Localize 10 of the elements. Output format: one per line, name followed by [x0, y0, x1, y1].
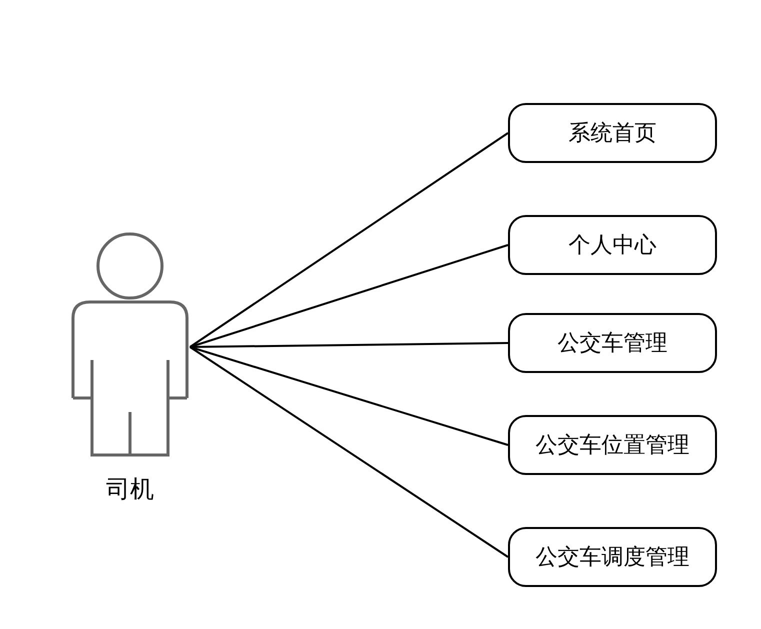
use-case-box: 公交车位置管理	[508, 415, 717, 475]
use-case-box: 公交车管理	[508, 313, 717, 373]
use-case-box: 个人中心	[508, 215, 717, 275]
association-line	[189, 346, 509, 558]
use-case-box: 系统首页	[508, 103, 717, 163]
use-case-box: 公交车调度管理	[508, 527, 717, 587]
association-line	[190, 346, 508, 446]
association-line	[189, 132, 509, 348]
actor-label: 司机	[105, 474, 155, 505]
association-line	[190, 244, 508, 348]
